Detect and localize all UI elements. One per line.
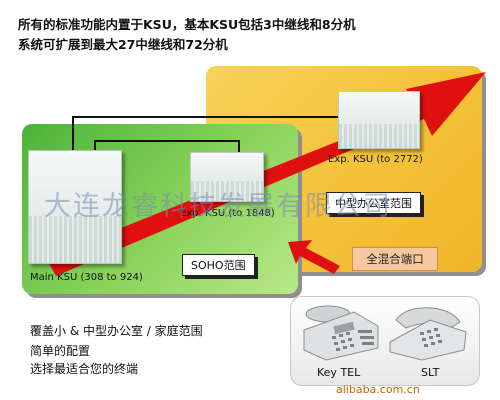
heading-line-2: 系统可扩展到最大27中继线和72分机 [18, 37, 228, 52]
soho-range-tag: SOHO范围 [182, 254, 255, 276]
key-tel-label: Key TEL [317, 366, 361, 379]
heading-line-1: 所有的标准功能内置于KSU，基本KSU包括3中继线和8分机 [18, 17, 356, 32]
slt-label: SLT [421, 366, 440, 379]
cable-mid-drop [238, 140, 240, 154]
top-exp-ksu-unit [338, 91, 420, 149]
slt-phone-icon [389, 307, 467, 361]
cable-main-mid-v [94, 140, 96, 154]
cable-main-top-v [72, 116, 74, 152]
company-watermark: 大连龙睿科技发展有限公司 [44, 191, 392, 222]
hybrid-ports-box: 全混合端口 [352, 247, 438, 271]
main-ksu-unit [28, 150, 122, 264]
mid-office-range-tag: 中型办公室范围 [326, 192, 421, 214]
cable-main-top-h [72, 116, 340, 118]
top-exp-ksu-label: Exp. KSU (to 2772) [328, 154, 423, 165]
feature-line-1: 覆盖小 & 中型办公室 / 家庭范围 [30, 324, 203, 338]
cable-main-mid-h [94, 140, 240, 142]
key-tel-phone-icon [303, 305, 379, 361]
main-ksu-label: Main KSU (308 to 924) [30, 272, 143, 283]
feature-line-2: 简单的配置 [30, 344, 91, 358]
growth-arrow-shape [46, 72, 486, 276]
mid-exp-ksu-label: Exp. KSU (to 1848) [180, 208, 275, 219]
source-site-text: alibaba.com.cn [336, 383, 420, 396]
feature-line-3: 选择最适合您的终端 [30, 362, 139, 376]
pointer-arrow-icon [288, 240, 340, 274]
mid-exp-ksu-unit [190, 152, 264, 202]
